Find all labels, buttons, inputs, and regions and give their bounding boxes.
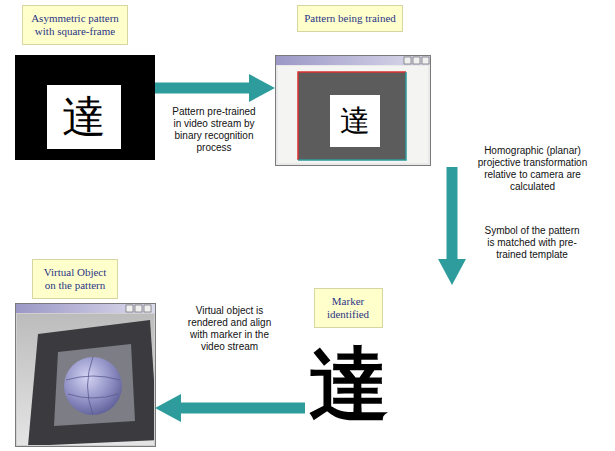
- flow-arrow: [447, 167, 458, 267]
- window-title-bar: [276, 56, 430, 65]
- stage-heading: Pattern being trained: [304, 12, 396, 25]
- edge-label: Virtual object is rendered and align wit…: [182, 305, 277, 353]
- annotation-text: Symbol of the pattern is matched with pr…: [482, 225, 582, 261]
- window-button: [144, 305, 151, 312]
- marker-symbol: 達: [62, 95, 106, 139]
- marker-frame: [298, 72, 406, 160]
- tracking-outline: [298, 72, 406, 160]
- marker-center: [330, 95, 380, 147]
- stage-heading: Virtual Object on the pattern: [39, 266, 111, 292]
- flow-arrow: [173, 403, 305, 414]
- marker-center: [47, 85, 121, 149]
- sphere-detail: [88, 357, 94, 415]
- marker-frame: [15, 55, 155, 160]
- stage-heading: Marker identified: [321, 295, 376, 321]
- stage-heading: Asymmetric pattern with square-frame: [29, 12, 121, 38]
- stage-heading-box: Pattern being trained: [297, 5, 403, 32]
- stage-heading-box: Marker identified: [314, 288, 383, 328]
- marker-symbol: 達: [340, 106, 370, 136]
- window-title-bar: [16, 304, 155, 313]
- flow-arrow: [155, 83, 257, 94]
- stage-panel: Pattern being trained: [275, 4, 460, 167]
- edge-label: Pattern pre-trained in video stream by b…: [168, 106, 260, 154]
- window-button: [135, 305, 142, 312]
- sphere-detail: [68, 394, 118, 398]
- window-button: [126, 305, 133, 312]
- window-frame: [276, 56, 431, 166]
- window-button: [413, 57, 420, 64]
- edge-label: Homographic (planar) projective transfor…: [470, 145, 595, 193]
- sphere-detail: [66, 376, 120, 380]
- marker-frame: [28, 320, 154, 445]
- marker-center: [54, 344, 135, 426]
- window-button: [404, 57, 411, 64]
- tracking-outline: [298, 72, 406, 160]
- stage-panel: Virtual Object on the pattern: [15, 258, 155, 447]
- video-frame: [278, 66, 428, 163]
- window-button: [422, 57, 429, 64]
- stage-heading-box: Asymmetric pattern with square-frame: [22, 5, 128, 45]
- virtual-sphere: [64, 357, 122, 415]
- marker-symbol: 達: [309, 345, 389, 425]
- stage-heading-box: Virtual Object on the pattern: [32, 259, 118, 299]
